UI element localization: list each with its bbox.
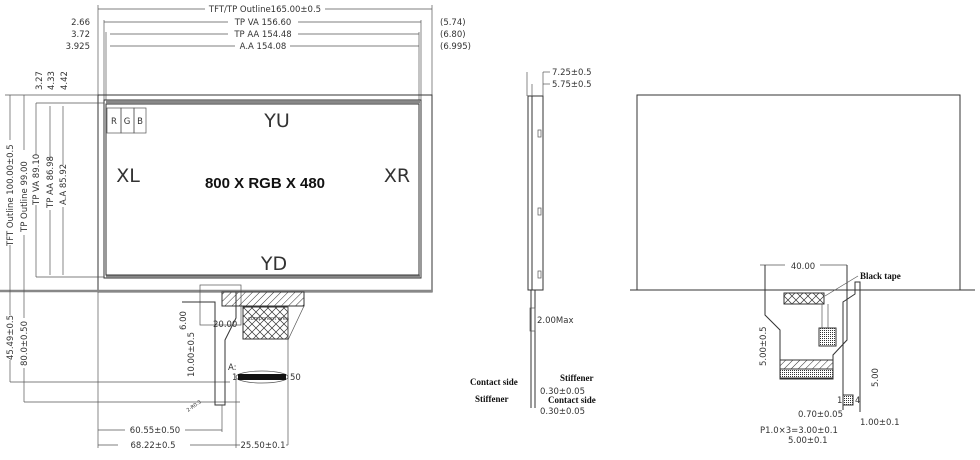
side-dim-030-1: 0.30±0.05 (540, 387, 585, 397)
side-dim-2max: 2.00Max (537, 316, 574, 326)
contact-side-label-1: Contact side (470, 377, 518, 387)
subpixel-g: G (124, 117, 131, 127)
black-tape-label: Black tape (860, 271, 901, 281)
right-offset-3: (6.995) (440, 42, 471, 52)
fpc-length-2-label: 80.0±0.50 (20, 321, 30, 366)
fpc-dim-10: 10.00±0.5 (187, 332, 197, 377)
pin-1-label: 1 (232, 373, 237, 383)
side-dim-725: 7.25±0.5 (552, 68, 592, 78)
right-offset-2: (6.80) (440, 30, 466, 40)
contact-side-label-2: Contact side (548, 395, 596, 405)
tp-va-height-label: TP VA 89.10 (32, 154, 42, 206)
pin-50-label: 50 (290, 373, 301, 383)
back-dim-40: 40.00 (791, 262, 815, 272)
active-area (105, 103, 420, 276)
left-offset-1: 2.66 (71, 18, 90, 28)
left-offset-3: 3.925 (66, 42, 90, 52)
tp-aa-height-label: TP AA 86.98 (46, 156, 56, 209)
fpc-dim-68: 68.22±0.5 (131, 441, 176, 451)
front-view: TFT/TP Outline165.00±0.5 TP VA 156.60 TP… (0, 3, 471, 451)
left-offset-2: 3.72 (71, 30, 90, 40)
back-pin-1: 1 (837, 396, 842, 406)
radius-label: 2-R0.3 (186, 399, 203, 413)
offset-433: 4.33 (47, 71, 57, 90)
label-yd: YD (260, 253, 287, 275)
stiffener-label-1: Stiffener (560, 373, 594, 383)
tp-aa-width-label: TP AA 154.48 (233, 30, 291, 40)
back-dim-070: 0.70±0.05 (798, 410, 843, 420)
back-dim-5-05: 5.00±0.5 (759, 326, 769, 366)
stiffener-label-2: Stiffener (475, 394, 509, 404)
back-dim-500: 5.00±0.1 (788, 436, 828, 446)
offset-442: 4.42 (60, 71, 70, 90)
label-yu: YU (263, 110, 290, 132)
label-xl: XL (116, 165, 140, 187)
subpixel-r: R (111, 117, 117, 127)
subpixel-b: B (137, 117, 143, 127)
tp-outline-height-label: TP Outline 99.00 (20, 161, 30, 233)
fpc-tail: component area 6.00 20.00 10.00±0.5 A: 1… (97, 284, 305, 451)
back-dim-pitch: P1.0×3=3.00±0.1 (760, 426, 838, 436)
component-area-label: component area (248, 316, 289, 322)
aa-height-label: A.A 85.92 (59, 164, 69, 205)
side-dim-575: 5.75±0.5 (552, 80, 592, 90)
offset-327: 3.27 (35, 71, 45, 90)
tp-view-area (103, 99, 422, 279)
fpc-dim-6: 6.00 (179, 311, 189, 330)
fpc-dim-20: 20.00 (213, 320, 237, 330)
aa-width-label: A.A 154.08 (240, 42, 287, 52)
back-pin-4: 4 (855, 396, 860, 406)
tft-outline-height-label: TFT Outline 100.00±0.5 (6, 144, 16, 247)
pin-a-label: A: (228, 363, 237, 373)
left-dimensions: TFT Outline 100.00±0.5 TP Outline 99.00 … (4, 94, 240, 403)
back-dim-5: 5.00 (871, 368, 881, 387)
tp-va-width-label: TP VA 156.60 (234, 18, 292, 28)
resolution-label: 800 X RGB X 480 (205, 175, 325, 192)
top-left-offsets: 3.27 4.33 4.42 (35, 71, 70, 90)
top-dimensions: TFT/TP Outline165.00±0.5 TP VA 156.60 TP… (66, 3, 471, 100)
fpc-dim-60: 60.55±0.50 (130, 426, 180, 436)
right-offset-1: (5.74) (440, 18, 466, 28)
fpc-length-1-label: 45.49±0.5 (6, 315, 16, 360)
side-dim-030-2: 0.30±0.05 (540, 407, 585, 417)
outline-width-label: TFT/TP Outline165.00±0.5 (208, 5, 321, 15)
fpc-dim-25: 25.50±0.1 (241, 441, 286, 451)
back-dim-100: 1.00±0.1 (860, 418, 900, 428)
side-view: 7.25±0.5 5.75±0.5 2.00Max Contact side S… (470, 68, 596, 417)
label-xr: XR (384, 165, 410, 187)
back-view: 40.00 Black tape 5.00±0.5 5.00 1 4 0.70±… (630, 94, 975, 446)
